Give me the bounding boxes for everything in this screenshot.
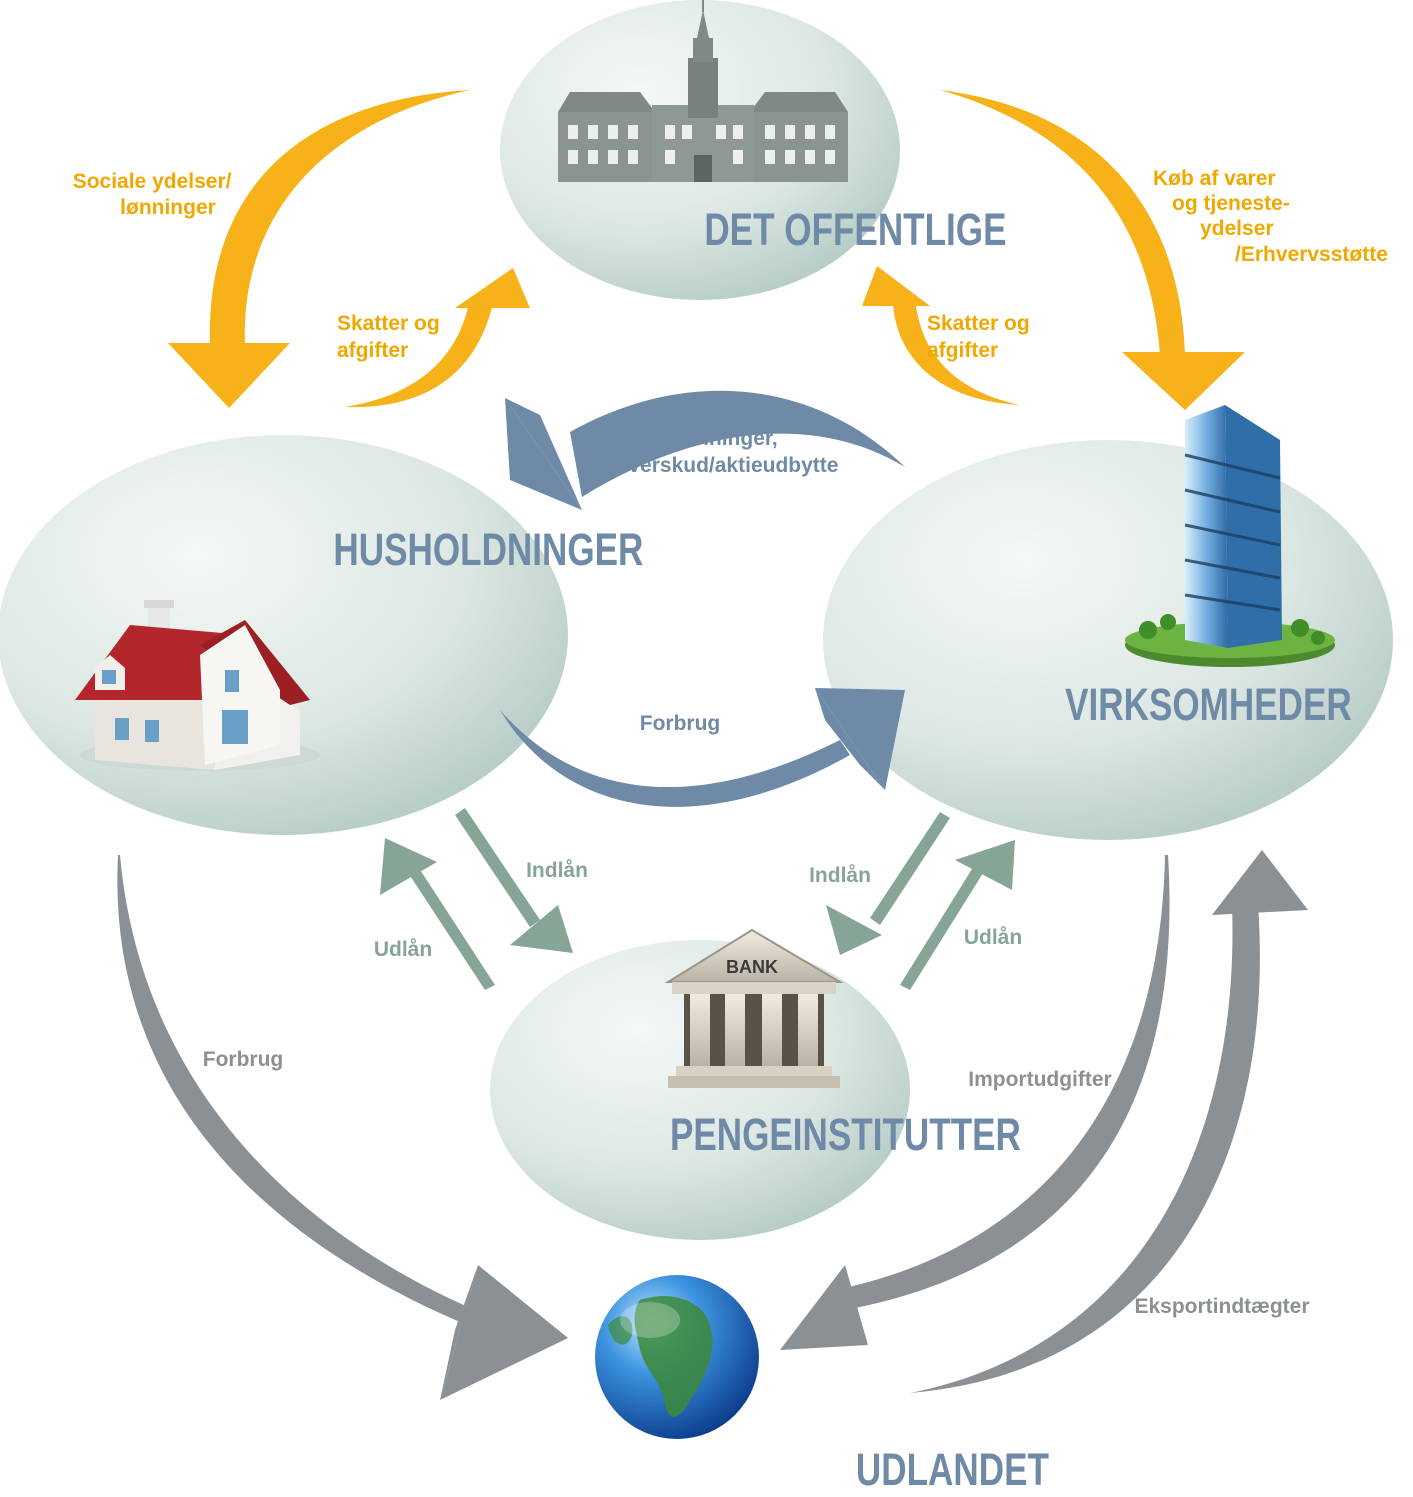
loans-firms-arrow (900, 840, 1015, 990)
households-bubble (0, 435, 568, 835)
label-deposits-firms: Indlån (809, 864, 871, 887)
parliament-building-icon (558, 0, 848, 182)
label-deposits-households: Indlån (526, 859, 588, 882)
label-taxes-households: Skatter og afgifter (337, 312, 446, 362)
house-icon (75, 600, 320, 771)
sector-households-title: HUSHOLDNINGER (333, 524, 643, 575)
taxes-firms-arrow (862, 266, 1020, 405)
label-loans-households: Udlån (374, 938, 432, 961)
wages-arrow (505, 390, 905, 510)
sector-firms-title: VIRKSOMHEDER (1065, 679, 1352, 730)
label-consumption-abroad: Forbrug (203, 1048, 283, 1071)
label-wages: Lønninger, overskud/aktieudbytte (616, 427, 839, 477)
label-purchases: Køb af varer og tjeneste- ydelser /Erhve… (1153, 167, 1388, 266)
bank-sign: BANK (726, 957, 778, 977)
globe-icon (595, 1275, 759, 1439)
loans-households-arrow (380, 838, 495, 990)
consumption-domestic-arrow (500, 688, 905, 807)
deposits-households-arrow (455, 808, 573, 953)
sector-abroad-title: UDLANDET (856, 1444, 1049, 1495)
label-loans-firms: Udlån (964, 926, 1022, 949)
consumption-abroad-arrow (117, 855, 568, 1400)
social-benefits-arrow (168, 90, 470, 408)
label-export: Eksportindtægter (1134, 1295, 1309, 1318)
deposits-firms-arrow (826, 812, 950, 955)
import-arrow (780, 855, 1170, 1350)
export-arrow (910, 850, 1308, 1393)
office-tower-icon (1125, 405, 1335, 667)
bank-icon: BANK (664, 928, 844, 1088)
purchases-arrow (940, 90, 1245, 410)
label-taxes-firms: Skatter og afgifter (927, 312, 1036, 362)
sector-public-title: DET OFFENTLIGE (704, 204, 1006, 255)
sector-banks-title: PENGEINSTITUTTER (670, 1109, 1021, 1160)
label-consumption-domestic: Forbrug (640, 712, 720, 735)
taxes-households-arrow (345, 268, 530, 408)
label-import: Importudgifter (968, 1068, 1111, 1091)
label-social-benefits: Sociale ydelser/ lønninger (73, 170, 238, 219)
